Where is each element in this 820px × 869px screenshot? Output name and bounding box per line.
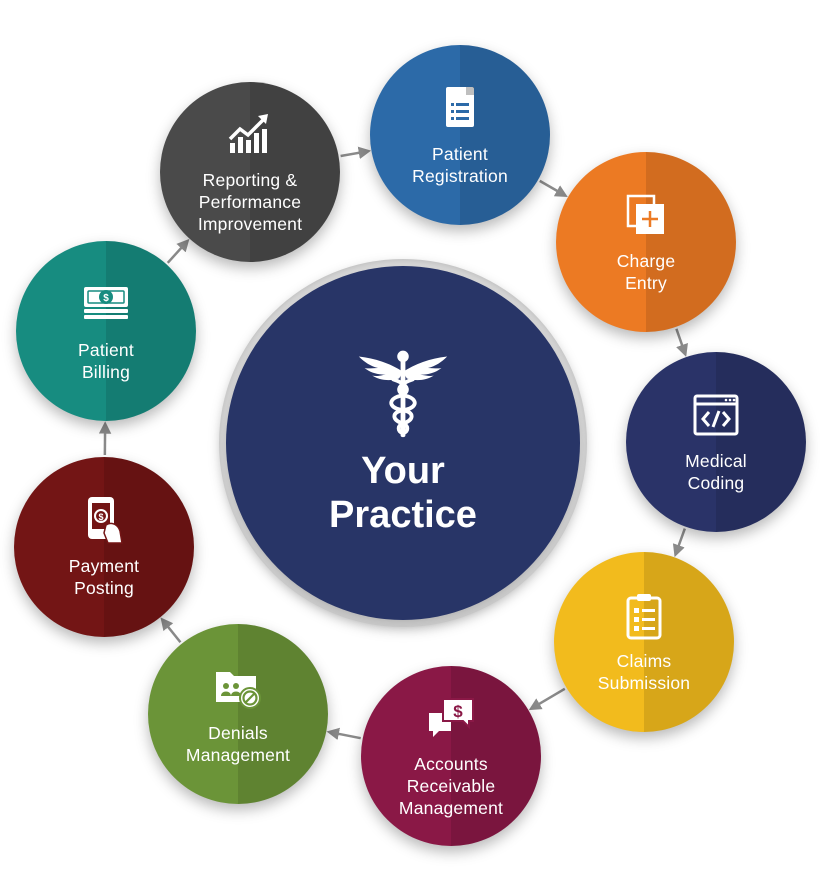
svg-text:$: $ xyxy=(103,293,109,304)
node-content: Charge Entry xyxy=(556,152,736,332)
caduceus-icon xyxy=(358,350,448,438)
step-label: Payment Posting xyxy=(68,556,140,598)
node-shade xyxy=(250,82,340,262)
step-label: Patient Billing xyxy=(78,340,134,382)
growth-chart-icon xyxy=(228,114,268,153)
node-shade xyxy=(104,457,194,637)
flow-arrow xyxy=(675,328,688,357)
svg-text:$: $ xyxy=(98,512,103,522)
step-label: Charge Entry xyxy=(616,251,676,293)
node-content: Medical Coding xyxy=(626,352,806,532)
node-content: $ Patient Billing xyxy=(16,241,196,421)
step-reporting-performance-improvement[interactable]: Reporting & Performance Improvement xyxy=(160,82,340,262)
code-window-icon xyxy=(693,394,739,436)
flow-arrow xyxy=(340,146,372,159)
step-label: Medical Coding xyxy=(685,451,747,493)
node-shade xyxy=(106,241,196,421)
document-list-icon xyxy=(446,87,474,127)
node-content: $ Payment Posting xyxy=(14,457,194,637)
flow-arrow xyxy=(166,238,190,264)
step-accounts-receivable-management[interactable]: $ Accounts Receivable Management xyxy=(361,666,541,846)
node-content: Claims Submission xyxy=(554,552,734,732)
flow-arrow xyxy=(539,179,568,197)
flow-arrow xyxy=(528,687,566,711)
flow-arrow xyxy=(160,617,182,644)
add-copy-icon xyxy=(626,194,664,234)
step-claims-submission[interactable]: Claims Submission xyxy=(554,552,734,732)
node-content: Reporting & Performance Improvement xyxy=(160,82,340,262)
step-patient-registration[interactable]: Patient Registration xyxy=(370,45,550,225)
node-shade xyxy=(644,552,734,732)
cash-stack-icon: $ xyxy=(84,287,128,319)
center-title: Your Practice xyxy=(329,450,477,536)
step-denials-management[interactable]: Denials Management xyxy=(148,624,328,804)
node-content: $ Accounts Receivable Management xyxy=(361,666,541,846)
step-label: Accounts Receivable Management xyxy=(398,754,504,818)
clipboard-checklist-icon xyxy=(626,594,662,640)
step-medical-coding[interactable]: Medical Coding xyxy=(626,352,806,532)
mobile-payment-icon: $ xyxy=(88,497,123,544)
step-label: Claims Submission xyxy=(597,651,691,693)
step-patient-billing[interactable]: $ Patient Billing xyxy=(16,241,196,421)
step-label: Denials Management xyxy=(185,723,291,765)
svg-text:$: $ xyxy=(453,702,463,721)
step-charge-entry[interactable]: Charge Entry xyxy=(556,152,736,332)
step-label: Reporting & Performance Improvement xyxy=(197,170,303,234)
node-shade xyxy=(716,352,806,532)
dollar-chat-icon: $ xyxy=(429,698,474,737)
node-shade xyxy=(646,152,736,332)
flow-arrow xyxy=(672,528,687,558)
node-shade xyxy=(460,45,550,225)
node-shade xyxy=(451,666,541,846)
flow-arrow xyxy=(326,727,361,741)
step-payment-posting[interactable]: $ Payment Posting xyxy=(14,457,194,637)
center-node[interactable]: Your Practice xyxy=(226,266,580,620)
node-content: Patient Registration xyxy=(370,45,550,225)
step-label: Patient Registration xyxy=(412,144,508,186)
denied-folder-icon xyxy=(216,672,261,709)
node-content: Denials Management xyxy=(148,624,328,804)
node-shade xyxy=(238,624,328,804)
